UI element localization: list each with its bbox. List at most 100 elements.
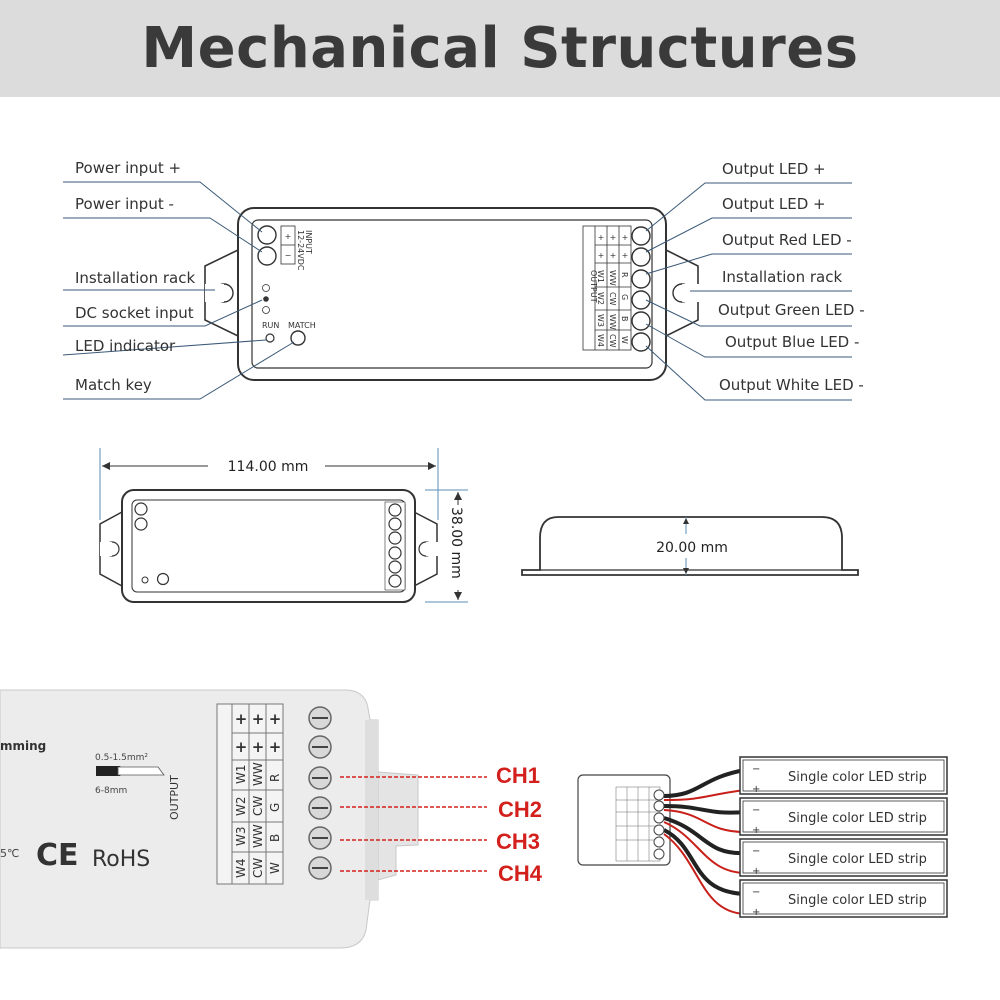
photo-plus-4: +: [235, 738, 248, 756]
output-terminal-1: [631, 226, 651, 246]
cell-r: R: [620, 272, 629, 278]
photo-cell-cw-1: CW: [251, 796, 265, 816]
cell-b: B: [620, 316, 629, 322]
photo-cell-w: W: [268, 862, 282, 874]
photo-temperature: 5℃: [0, 847, 19, 860]
input-label: INPUT: [304, 230, 313, 254]
svg-text:−: −: [752, 805, 760, 816]
cell-ww-2: WW: [608, 314, 617, 330]
svg-text:−: −: [752, 764, 760, 775]
label-output-led-plus-2: Output LED +: [722, 195, 826, 213]
output-terminal-3: [631, 269, 651, 289]
photo-cell-cw-2: CW: [251, 858, 265, 878]
out-plus-3: +: [622, 233, 629, 242]
cell-w1: W1: [596, 270, 605, 283]
led-indicator: [265, 333, 275, 343]
label-output-blue: Output Blue LED -: [725, 333, 859, 351]
rohs-mark: RoHS: [92, 847, 150, 872]
dimension-width: 38.00 mm: [448, 507, 464, 579]
channel-label-1: CH1: [496, 763, 540, 788]
title-bar: Mechanical Structures: [0, 0, 1000, 97]
dimension-height: 20.00 mm: [656, 540, 728, 556]
out-plus-2: +: [610, 233, 617, 242]
svg-text:−: −: [752, 846, 760, 857]
dimension-length: 114.00 mm: [228, 459, 309, 475]
wiring-diagram: [577, 768, 746, 915]
photo-cell-b: B: [268, 834, 282, 842]
photo-cell-r: R: [268, 774, 282, 782]
cell-w2: W2: [596, 292, 605, 305]
led-strip-2: − + Single color LED strip: [739, 797, 948, 836]
photo-cell-g: G: [268, 803, 282, 812]
led-strip-3: − + Single color LED strip: [739, 838, 948, 877]
page-title: Mechanical Structures: [141, 16, 859, 81]
output-terminal-6: [631, 332, 651, 352]
photo-cell-ww-1: WW: [251, 762, 265, 786]
out-plus-1: +: [598, 233, 605, 242]
photo-cell-w1: W1: [234, 765, 248, 785]
led-strip-label-4: Single color LED strip: [788, 893, 927, 908]
input-voltage: 12-24VDC: [296, 230, 305, 271]
photo-plus-5: +: [252, 738, 265, 756]
out-plus-4: +: [598, 251, 605, 260]
label-output-green: Output Green LED -: [718, 301, 865, 319]
output-terminal-2: [631, 247, 651, 267]
output-terminal-5: [631, 311, 651, 331]
photo-cell-w3: W3: [234, 827, 248, 847]
input-plus-sign: +: [285, 232, 292, 241]
photo-strip-length: 6-8mm: [95, 786, 127, 796]
channel-label-4: CH4: [498, 861, 543, 886]
svg-text:−: −: [752, 887, 760, 898]
photo-output-label: OUTPUT: [168, 775, 181, 820]
cell-cw-1: CW: [608, 292, 617, 306]
channel-callouts: CH1 CH2 CH3 CH4: [340, 763, 543, 886]
photo-cell-w4: W4: [234, 859, 248, 879]
photo-cell-ww-2: WW: [251, 824, 265, 848]
label-match-key: Match key: [75, 376, 152, 394]
cell-ww-1: WW: [608, 270, 617, 286]
match-key: [290, 330, 306, 346]
dimension-drawing-side: 20.00 mm: [521, 516, 859, 576]
cell-cw-2: CW: [608, 334, 617, 348]
led-strip-label-3: Single color LED strip: [788, 852, 927, 867]
svg-text:+: +: [752, 866, 760, 877]
input-minus-sign: −: [285, 251, 292, 260]
out-plus-6: +: [622, 251, 629, 260]
dimension-drawing-top: 114.00 mm 38.00 mm: [99, 448, 468, 603]
product-photo: + + + + + + OUTPUT W1 WW R W2 CW G W3 WW…: [0, 689, 419, 949]
photo-screw-terminals: [308, 706, 332, 880]
label-power-input-minus: Power input -: [75, 195, 174, 213]
led-strip-label-2: Single color LED strip: [788, 811, 927, 826]
top-view-diagram: + − INPUT 12-24VDC RUN MATCH + + + + +: [62, 159, 865, 401]
power-input-plus-terminal: [257, 225, 277, 245]
cell-w: W: [620, 336, 629, 344]
output-label: OUTPUT: [589, 270, 598, 303]
led-strip-1: − + Single color LED strip: [739, 756, 948, 795]
photo-plus-6: +: [269, 738, 282, 756]
output-table: + + + + + + OUTPUT W1 WW R W2 CW G W3 WW…: [582, 225, 632, 351]
label-power-input-plus: Power input +: [75, 159, 181, 177]
label-led-indicator: LED indicator: [75, 337, 176, 355]
cell-w4: W4: [596, 334, 605, 347]
label-output-white: Output White LED -: [719, 376, 864, 394]
svg-text:+: +: [752, 784, 760, 795]
output-terminal-4: [631, 290, 651, 310]
svg-text:+: +: [752, 907, 760, 918]
out-plus-5: +: [610, 251, 617, 260]
photo-wire-size: 0.5-1.5mm²: [95, 753, 148, 763]
led-strip-label-1: Single color LED strip: [788, 770, 927, 785]
photo-plus-3: +: [269, 710, 282, 728]
photo-partial-text: mming: [0, 739, 46, 753]
label-output-led-plus-1: Output LED +: [722, 160, 826, 178]
cell-g: G: [620, 294, 629, 300]
label-installation-rack-left: Installation rack: [75, 269, 195, 287]
photo-plus-2: +: [252, 710, 265, 728]
channel-label-3: CH3: [496, 829, 540, 854]
svg-text:+: +: [752, 825, 760, 836]
ce-mark: CE: [36, 838, 79, 873]
label-output-red: Output Red LED -: [722, 231, 852, 249]
run-label: RUN: [262, 321, 279, 330]
label-dc-socket-input: DC socket input: [75, 304, 194, 322]
cell-w3: W3: [596, 314, 605, 327]
